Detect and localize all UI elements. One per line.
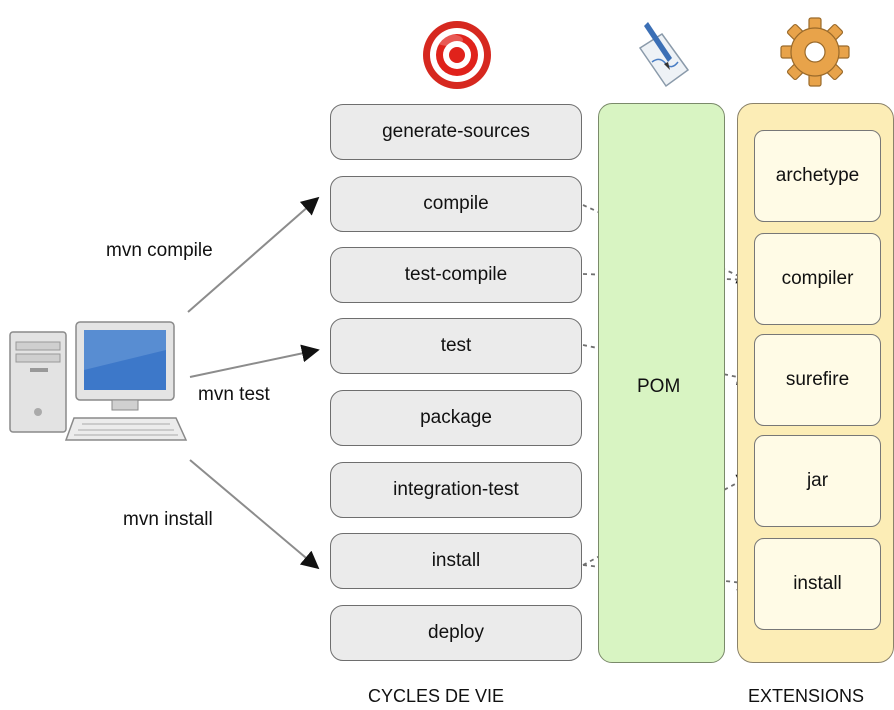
phase-label: integration-test: [393, 479, 519, 500]
plugin-label: install: [793, 573, 842, 594]
arrow-mvn-install: [189, 459, 320, 570]
phase-install: install: [330, 533, 582, 589]
command-mvn-test: mvn test: [198, 384, 270, 405]
plugin-label: jar: [806, 470, 829, 491]
command-mvn-install: mvn install: [123, 509, 213, 530]
phase-label: compile: [423, 193, 489, 214]
pom-column: [598, 103, 725, 663]
extensions-caption: EXTENSIONS: [748, 686, 865, 706]
phase-label: package: [420, 407, 492, 428]
phase-deploy: deploy: [330, 605, 582, 661]
plugin-label: archetype: [775, 165, 860, 186]
plugin-label: compiler: [781, 268, 854, 289]
plugin-surefire: surefire: [754, 334, 881, 426]
arrow-mvn-test: [189, 344, 320, 378]
plugin-install: install: [754, 538, 881, 630]
phase-label: test: [440, 335, 472, 356]
phase-label: deploy: [428, 622, 484, 643]
pom-label: POM: [637, 376, 681, 397]
phase-compile: compile: [330, 176, 582, 232]
phase-test-compile: test-compile: [330, 247, 582, 303]
lifecycle-caption: CYCLES DE VIE: [368, 686, 505, 706]
phase-generate-sources: generate-sources: [330, 104, 582, 160]
plugin-label: surefire: [785, 369, 850, 390]
phase-label: generate-sources: [382, 121, 530, 142]
phase-label: test-compile: [404, 264, 508, 285]
phase-integration-test: integration-test: [330, 462, 582, 518]
plugin-archetype: archetype: [754, 130, 881, 222]
phase-test: test: [330, 318, 582, 374]
plugin-jar: jar: [754, 435, 881, 527]
plugin-compiler: compiler: [754, 233, 881, 325]
arrow-mvn-compile: [187, 196, 320, 313]
phase-label: install: [431, 550, 481, 571]
phase-package: package: [330, 390, 582, 446]
command-mvn-compile: mvn compile: [106, 240, 213, 261]
